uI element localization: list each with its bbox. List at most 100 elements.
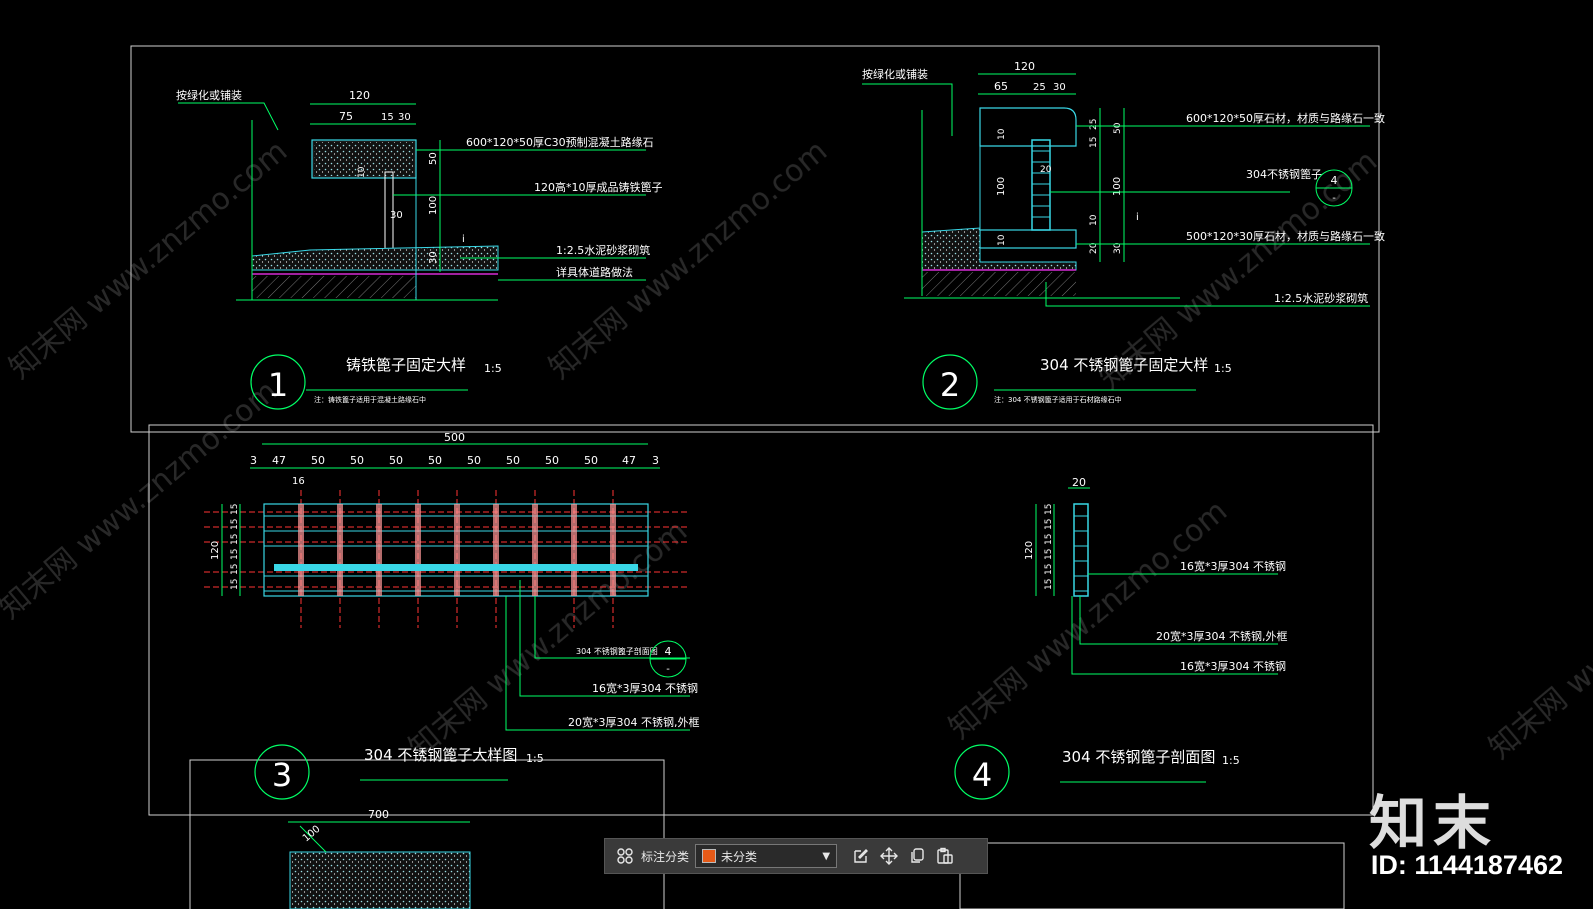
note-text: 1:2.5水泥砂浆砌筑 [556,243,650,257]
dim-text: 15 [1044,564,1054,575]
dim-text: 16 [292,476,305,487]
detail-scale: 1:5 [526,752,544,765]
slope-mark: i [1136,212,1139,223]
dim-text: 50 [584,454,598,467]
detail-scale: 1:5 [484,362,502,375]
edit-icon[interactable] [847,842,875,870]
dim-text: 15 [1044,534,1054,545]
dim-text: 15 [381,112,394,123]
dim-text: 30 [390,210,403,221]
curb-hatch [314,142,414,176]
leader [178,102,279,131]
dim-text: 47 [622,454,636,467]
detail-3: 500 3 47 50 50 50 50 50 50 50 50 47 3 16 [204,431,699,800]
note-text: 16宽*3厚304 不锈钢 [1180,559,1286,573]
leader [1079,596,1278,645]
detail-note: 注：铸铁篦子适用于混凝土路缘石中 [314,395,426,404]
detail-number-circle [254,744,310,800]
dim-text: 120 [1014,60,1035,73]
copy-icon[interactable] [903,842,931,870]
leader [1071,596,1278,675]
detail-number: 4 [972,756,992,794]
detail-title: 304 不锈钢篦子剖面图 [1062,748,1215,766]
cover-slab [289,851,471,909]
leader [505,596,690,731]
image-id: ID: 1144187462 [1370,850,1563,880]
dim-text: 120 [349,89,370,102]
callout-sub: - [666,664,670,675]
detail-scale: 1:5 [1214,362,1232,375]
detail-number: 3 [272,756,292,794]
segment-dims: 3 47 50 50 50 50 50 50 50 50 47 3 [250,454,659,467]
stone-base [979,229,1077,249]
note-text: 20宽*3厚304 不锈钢,外框 [1156,629,1287,643]
dim-text: 100 [996,177,1007,196]
detail-title: 304 不锈钢篦子大样图 [364,746,517,764]
category-select[interactable]: 未分类 ▼ [695,844,838,868]
partial-frame-6 [959,842,1345,909]
dim-text: 75 [339,110,353,123]
dim-text: 100 [301,824,323,845]
upper-frame [130,45,1380,433]
dim-text: 15 [230,504,240,515]
dim-text: 15 [230,534,240,545]
detail-number-circle [922,354,978,410]
dim-text: 50 [506,454,520,467]
dim-text: 500 [444,431,465,444]
leader [519,580,690,697]
detail-4: 20 120 15 15 15 15 15 15 16宽*3厚304 不锈钢 2… [954,476,1287,800]
lower-frame [148,424,1374,816]
watermark-text: 知末网 www.znzmo.com [0,374,284,626]
grate-highlight-bar [274,564,638,571]
dim-text: 50 [350,454,364,467]
detail-scale: 1:5 [1222,754,1240,767]
dim-text: 3 [652,454,659,467]
paste-icon[interactable] [931,842,959,870]
detail-note: 注：304 不锈钢篦子适用于石材路缘石中 [994,395,1122,404]
dim-line [299,825,327,853]
note-text: 1:2.5水泥砂浆砌筑 [1274,291,1368,305]
dim-text: 100 [1112,177,1123,196]
dim-text: 50 [467,454,481,467]
dim-text: 100 [428,196,439,215]
watermark-text: 知末网 www.znzmo.com [1483,514,1593,766]
leader [534,596,690,659]
leader-text: 按绿化或铺装 [176,88,242,102]
dim-text: 50 [1113,122,1123,134]
dim-text: 10 [1089,214,1099,226]
dim-text: 10 [997,128,1007,140]
dim-text: 30 [1113,242,1123,254]
callout-number: 4 [665,645,672,658]
dim-text: 15 [1044,504,1054,515]
chevron-down-icon: ▼ [822,850,831,862]
dim-text: 50 [428,152,439,165]
note-text: 详具体道路做法 [556,265,633,279]
dim-text: 15 [230,579,240,590]
toolbar-label: 标注分类 [641,849,690,864]
detail-5-partial: 700 100 [288,808,471,909]
watermark-text: 知末网 www.znzmo.com [3,134,294,386]
dim-text: 25 [1089,119,1099,130]
note-text: 600*120*50厚石材，材质与路缘石一致 [1186,111,1385,125]
move-icon[interactable] [875,842,903,870]
dim-text: 30 [1053,82,1066,93]
note-text: 304不锈钢篦子 [1246,167,1322,181]
dim-text: 120 [210,541,221,560]
dim-text: 47 [272,454,286,467]
dim-text: 15 [1044,519,1054,530]
leader-text: 按绿化或铺装 [862,67,928,81]
dim-text: 50 [389,454,403,467]
callout-sub: - [1332,193,1336,204]
detail-2: 按绿化或铺装 120 65 25 30 10 100 10 15 25 50 1… [862,60,1385,410]
dim-text: 120 [1024,541,1035,560]
dim-text: 15 [230,519,240,530]
dim-text: 15 [1089,137,1099,148]
section-bar [1073,503,1089,597]
leader [862,83,953,136]
note-text: 120高*10厚成品铸铁篦子 [534,180,663,194]
grate-bars-v [298,504,616,596]
dim-text: 10 [997,234,1007,246]
grid-icon[interactable] [611,842,639,870]
dim-text: 10 [357,166,367,178]
